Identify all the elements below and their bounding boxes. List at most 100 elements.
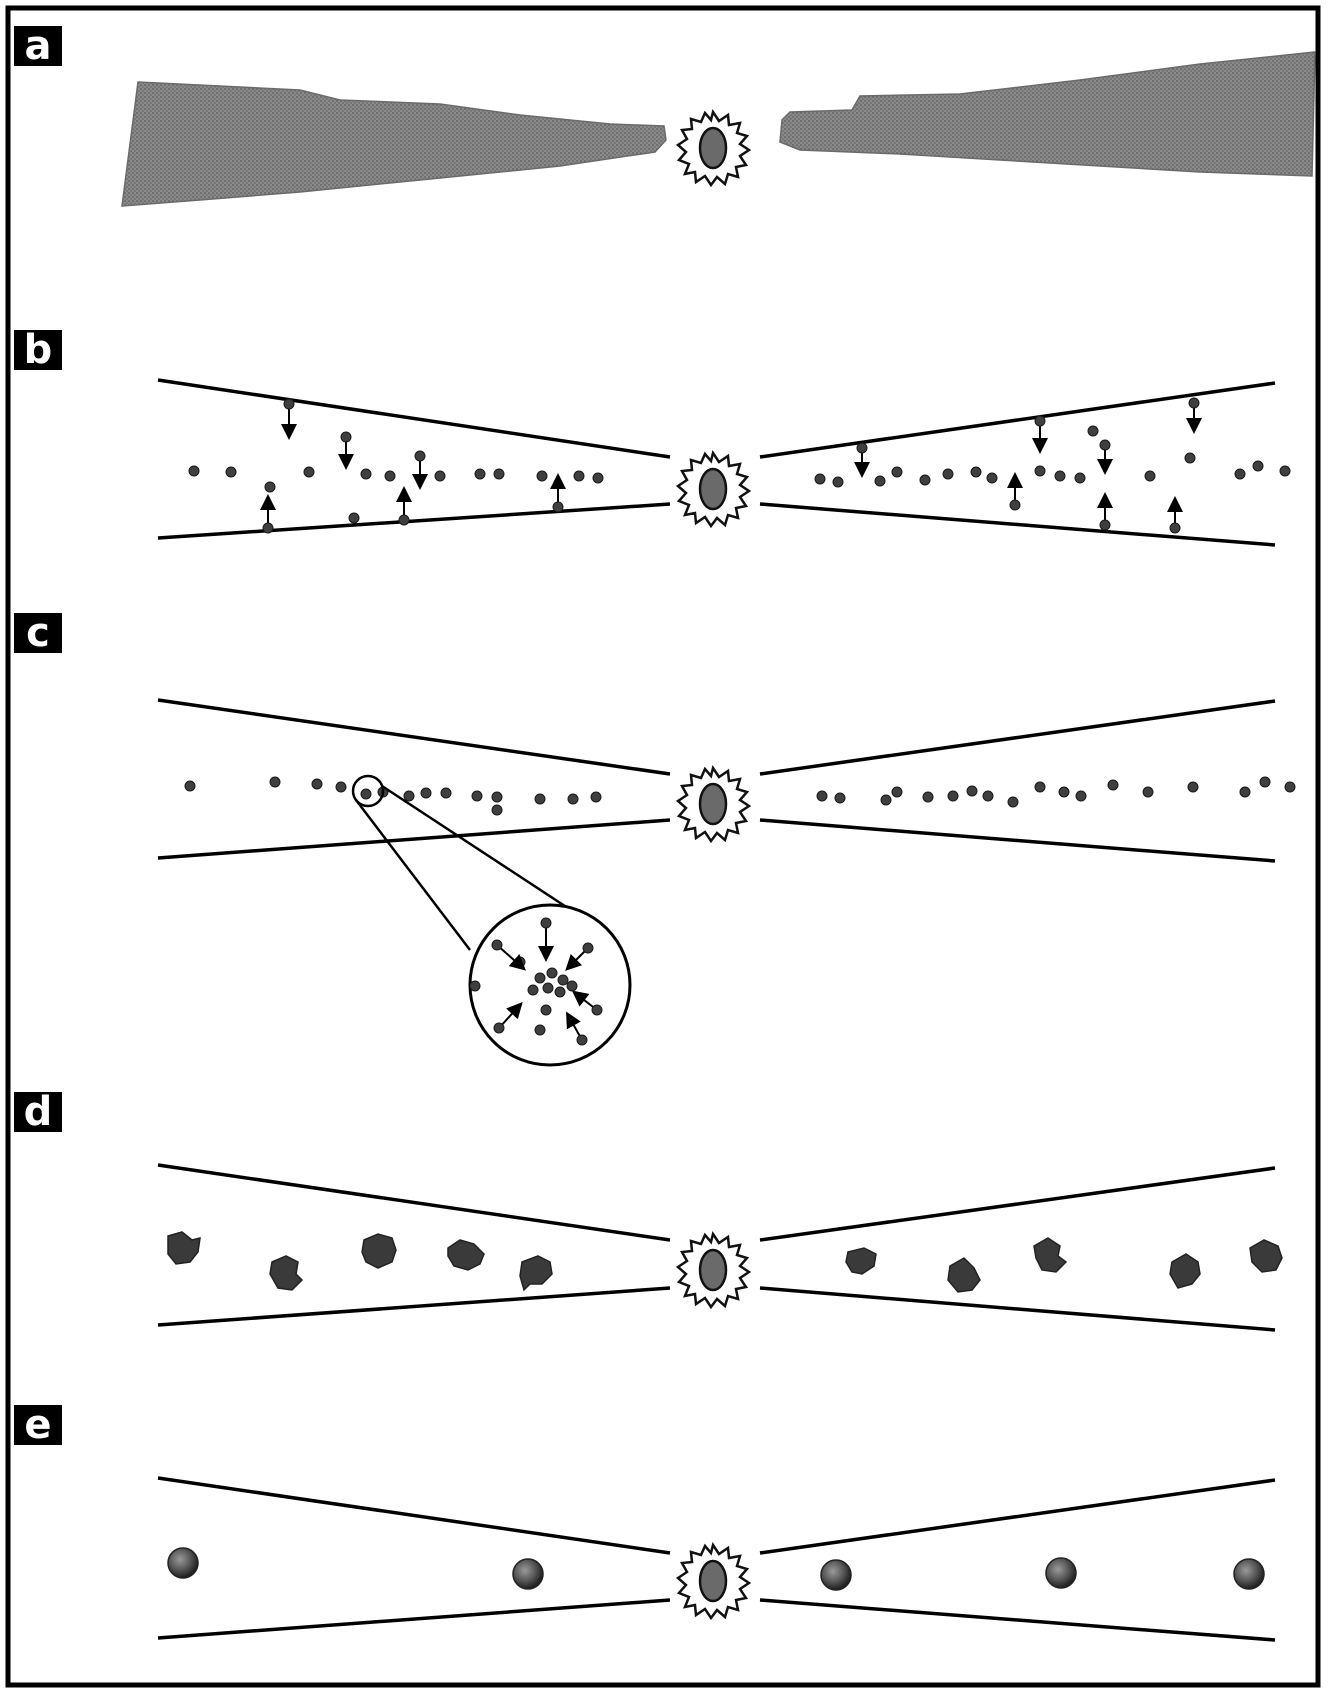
particle — [814, 473, 826, 485]
particle — [335, 781, 347, 793]
particle — [384, 470, 396, 482]
panel-d-aggregates — [167, 1231, 1283, 1293]
panel-label-c-text: c — [26, 610, 50, 656]
particle — [880, 794, 892, 806]
bead — [1233, 1558, 1265, 1590]
particle — [348, 512, 360, 524]
particle — [582, 942, 594, 954]
particle — [856, 442, 868, 454]
nucleus-c — [676, 766, 751, 843]
particle — [534, 972, 546, 984]
particle — [891, 786, 903, 798]
aggregate — [269, 1255, 304, 1291]
nucleus-a — [676, 110, 751, 187]
particle — [1188, 397, 1200, 409]
particle — [1184, 452, 1196, 464]
particle — [360, 468, 372, 480]
particle — [834, 792, 846, 804]
particle — [1252, 460, 1264, 472]
particle — [1074, 472, 1086, 484]
particle — [546, 967, 558, 979]
panel-a-fiber-left — [121, 81, 667, 207]
particle — [557, 974, 569, 986]
particle — [1107, 779, 1119, 791]
particle — [816, 790, 828, 802]
particle — [340, 431, 352, 443]
particle — [283, 398, 295, 410]
particle — [1075, 790, 1087, 802]
panel-label-e-text: e — [24, 1402, 51, 1448]
particle — [552, 501, 564, 513]
particle — [474, 468, 486, 480]
particle — [919, 474, 931, 486]
panel-d-walls — [157, 1163, 1276, 1332]
panel-label-d-text: d — [24, 1089, 53, 1135]
particle — [188, 465, 200, 477]
particle — [966, 785, 978, 797]
particle — [398, 514, 410, 526]
aggregate — [845, 1247, 877, 1275]
particle — [534, 793, 546, 805]
panel-label-b-text: b — [24, 327, 53, 373]
nucleus-d — [676, 1232, 751, 1309]
particle — [1187, 781, 1199, 793]
panel-b-particles — [188, 425, 1291, 524]
particle — [1034, 465, 1046, 477]
particle — [891, 466, 903, 478]
particle — [922, 791, 934, 803]
particle — [469, 980, 481, 992]
particle — [1054, 470, 1066, 482]
aggregate — [361, 1233, 397, 1269]
particle — [1009, 499, 1021, 511]
particle — [576, 1034, 588, 1046]
particle — [1169, 522, 1181, 534]
panel-label-e: e — [14, 1402, 62, 1448]
outer-frame — [5, 5, 1321, 1688]
panel-label-a: a — [14, 23, 62, 69]
particle — [493, 1022, 505, 1034]
particle — [225, 466, 237, 478]
particle — [540, 1004, 552, 1016]
bead — [1045, 1557, 1077, 1589]
nucleus-b — [676, 451, 751, 528]
panel-e-beads — [167, 1547, 1265, 1591]
particle — [1284, 781, 1296, 793]
panel-b-walls — [157, 378, 1276, 547]
particle — [434, 470, 446, 482]
bead — [512, 1558, 544, 1590]
particle — [1034, 415, 1046, 427]
particle — [986, 472, 998, 484]
panel-label-a-text: a — [25, 23, 52, 69]
particle — [1058, 786, 1070, 798]
panel-a-fibers — [121, 51, 1316, 207]
particle — [1234, 468, 1246, 480]
particle — [491, 804, 503, 816]
particle — [491, 939, 503, 951]
aggregate — [947, 1257, 981, 1293]
particle — [554, 986, 566, 998]
particle — [1034, 781, 1046, 793]
panel-c-zoom-inset — [351, 774, 632, 1067]
panel-a-fiber-right — [779, 51, 1316, 177]
particle — [874, 475, 886, 487]
particle — [262, 522, 274, 534]
particle — [1144, 470, 1156, 482]
zoom-source-circle — [351, 774, 385, 808]
aggregate — [1169, 1253, 1201, 1289]
particle — [1259, 776, 1271, 788]
particle — [414, 450, 426, 462]
aggregate — [519, 1255, 553, 1292]
particle — [264, 481, 276, 493]
particle — [1142, 786, 1154, 798]
particle — [440, 787, 452, 799]
panel-label-d: d — [14, 1089, 62, 1135]
particle — [534, 1024, 546, 1036]
aggregate — [1249, 1239, 1283, 1273]
particle — [184, 780, 196, 792]
panel-b-arrows — [260, 397, 1202, 534]
particle — [1099, 519, 1111, 531]
aggregate — [447, 1239, 485, 1271]
particle — [942, 468, 954, 480]
particle — [360, 788, 372, 800]
